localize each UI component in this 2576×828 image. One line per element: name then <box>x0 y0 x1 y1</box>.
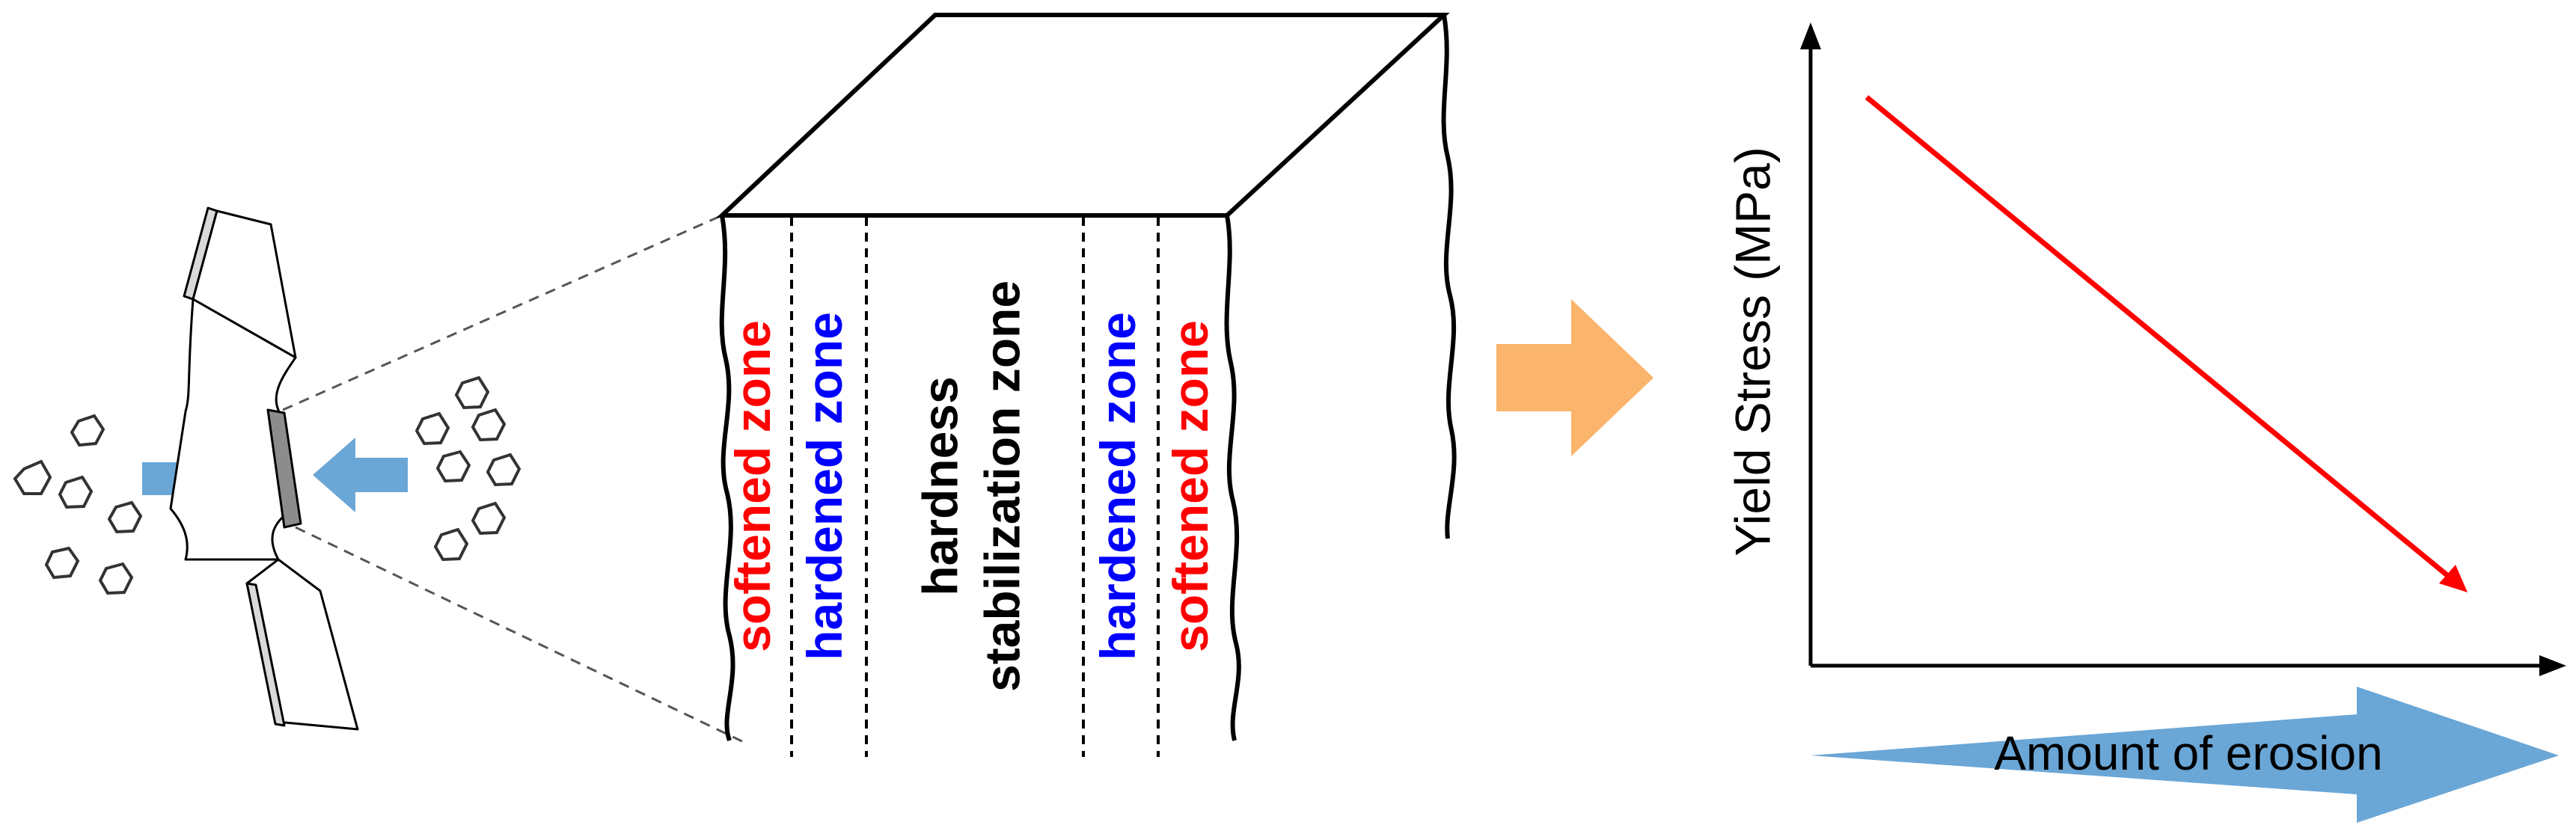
zone-label-first: softened <box>1163 447 1218 652</box>
particles-right <box>414 375 521 562</box>
particle-icon <box>471 408 507 442</box>
erosion-amount-label: Amount of erosion <box>1994 726 2382 780</box>
particle-icon <box>414 411 450 446</box>
y-axis-title: Yield Stress (MPa) <box>1725 147 1780 556</box>
block-cross-section <box>716 13 1457 742</box>
particle-icon <box>44 546 80 580</box>
particle-icon <box>433 527 469 562</box>
particle-icon <box>471 501 507 536</box>
zone-label-stabilization-line2: stabilization zone <box>974 280 1030 692</box>
zone-label-second: zone <box>1090 312 1145 424</box>
x-axis-arrowhead <box>2539 655 2566 676</box>
block-top-face <box>716 13 1450 218</box>
zone-label-stabilization-line1: hardness <box>912 376 967 595</box>
block-right-edge <box>1224 215 1241 741</box>
trend-line <box>1864 95 2450 578</box>
zone-label-first: hardened <box>797 438 852 660</box>
zone-boundaries <box>790 217 1160 757</box>
zone-label-first: softened <box>725 447 780 652</box>
zone-label-hardened-left: hardened zone <box>797 312 852 660</box>
particle-icon <box>13 459 52 495</box>
particle-icon <box>435 450 471 483</box>
trend-line-arrowhead <box>2439 565 2468 592</box>
particle-icon <box>454 375 490 410</box>
zone-label-second: zone <box>1163 320 1218 432</box>
particle-icon <box>107 500 143 534</box>
erosion-amount-arrow <box>1811 687 2559 823</box>
particle-icon <box>58 475 94 509</box>
impact-arrow-icon <box>313 438 408 512</box>
block-left-edge <box>719 215 735 742</box>
particle-icon <box>486 453 521 487</box>
tensile-specimen-icon <box>169 206 359 731</box>
zone-label-softened-right: softened zone <box>1163 320 1218 652</box>
block-side-edge <box>1441 14 1457 539</box>
particle-icon <box>70 414 105 447</box>
y-axis-arrowhead <box>1800 22 1821 49</box>
zone-label-first: hardened <box>1090 438 1145 660</box>
particle-icon <box>98 562 134 595</box>
zone-label-second: zone <box>725 320 780 432</box>
result-arrow-icon <box>1496 299 1653 456</box>
zoom-guides <box>282 214 749 746</box>
zone-label-second: zone <box>797 312 852 424</box>
particles-left <box>13 414 143 595</box>
zone-label-softened-left: softened zone <box>725 320 780 652</box>
zone-label-hardened-right: hardened zone <box>1090 312 1145 660</box>
trend-plot: Yield Stress (MPa) <box>1725 22 2566 676</box>
